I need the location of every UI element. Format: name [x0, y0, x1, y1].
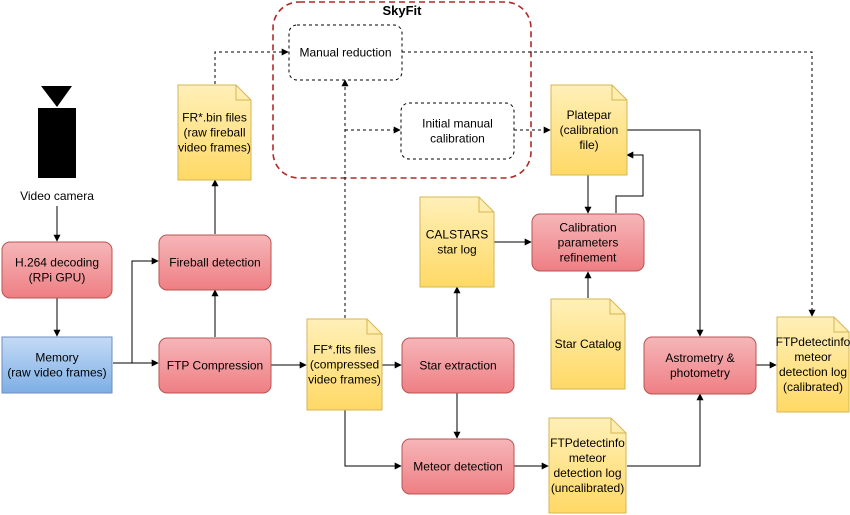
doc-fold	[235, 85, 251, 101]
skyfit-boundary	[272, 1, 532, 179]
node-label-line: detection log	[779, 365, 847, 379]
node-label-line: Meteor detection	[413, 460, 502, 474]
node-label-line: star log	[437, 243, 476, 257]
node-shape	[288, 24, 403, 81]
node-meteor-detection: Meteor detection	[401, 438, 515, 495]
edge-manual-ftpcal	[402, 51, 816, 317]
node-shape	[158, 234, 272, 291]
node-label-line: detection log	[553, 466, 621, 480]
node-label-line: Fireball detection	[169, 256, 260, 270]
node-label-line: (RPi GPU)	[29, 271, 86, 285]
node-label-line: (compressed	[310, 358, 379, 372]
node-label-line: parameters	[558, 236, 619, 250]
node-label-line: meteor	[569, 451, 606, 465]
node-label-line: CALSTARS	[426, 228, 488, 242]
edge-fffits-meteor	[344, 410, 402, 470]
node-label-line: video frames)	[178, 141, 251, 155]
node-label-line: FTPdetectinfo	[776, 335, 850, 349]
node-label-line: video frames)	[308, 373, 381, 387]
node-label-line: (calibrated)	[783, 380, 843, 394]
camera-label: Video camera	[20, 189, 94, 203]
node-label-line: Platepar	[567, 108, 612, 122]
node-label-line: Calibration	[559, 221, 616, 235]
node-label-line: refinement	[560, 251, 617, 265]
node-manual-reduction: Manual reduction	[288, 24, 403, 81]
connectors	[53, 48, 816, 470]
node-shape	[531, 213, 645, 272]
node-memory: Memory(raw video frames)	[1, 336, 113, 394]
node-label-line: photometry	[670, 366, 730, 380]
node-shape	[401, 337, 515, 394]
node-label-line: FR*.bin files	[182, 111, 247, 125]
node-label-line: Manual reduction	[299, 46, 391, 60]
node-astrometry: Astrometry &photometry	[643, 336, 757, 395]
doc-fold	[478, 197, 494, 213]
node-label-line: calibration	[430, 132, 485, 146]
node-shape	[400, 102, 515, 160]
node-label-line: Initial manual	[422, 117, 493, 131]
node-label-line: FTPdetectinfo	[550, 436, 625, 450]
node-shape	[643, 336, 757, 395]
node-label-line: H.264 decoding	[15, 256, 99, 270]
node-label-line: Star extraction	[419, 359, 496, 373]
node-h264: H.264 decoding(RPi GPU)	[1, 241, 113, 299]
skyfit-title: SkyFit	[382, 3, 422, 18]
node-label-line: meteor	[794, 350, 831, 364]
edge-platepar-astrometry	[627, 129, 704, 337]
node-label-line: Star Catalog	[555, 337, 622, 351]
node-shape	[1, 241, 113, 299]
node-label-line: FF*.fits files	[313, 343, 376, 357]
node-ftp-compression: FTP Compression	[158, 337, 272, 394]
node-label-line: (raw fireball	[183, 126, 245, 140]
node-label-line: FTP Compression	[167, 359, 263, 373]
edge-frbin-manual	[214, 48, 289, 84]
node-star-extraction: Star extraction	[401, 337, 515, 394]
node-label-line: (calibration	[560, 123, 619, 137]
node-shape	[1, 336, 113, 394]
node-label-line: file)	[579, 138, 598, 152]
node-star-catalog: Star Catalog	[550, 298, 626, 390]
doc-fold	[610, 418, 626, 434]
node-label-line: (raw video frames)	[7, 366, 106, 380]
video-camera-icon	[38, 86, 76, 178]
video-camera: Video camera	[20, 86, 94, 203]
node-shape	[401, 438, 515, 495]
node-shape	[158, 337, 272, 394]
nodes-layer: H.264 decoding(RPi GPU) Memory(raw video …	[1, 24, 850, 514]
node-label-line: Astrometry &	[665, 351, 734, 365]
node-label-line: (uncalibrated)	[551, 481, 624, 495]
node-label-line: Memory	[35, 351, 78, 365]
edge-calib-platepar	[615, 151, 644, 213]
skyfit-group: SkyFit	[272, 1, 532, 179]
edge-memory-fireball	[113, 257, 159, 364]
doc-fold	[611, 85, 627, 101]
doc-fold	[609, 299, 625, 315]
doc-fold	[833, 317, 849, 333]
edge-ftpuncal-astrometry	[627, 393, 704, 467]
doc-fold	[366, 319, 382, 335]
node-fireball-detection: Fireball detection	[158, 234, 272, 291]
